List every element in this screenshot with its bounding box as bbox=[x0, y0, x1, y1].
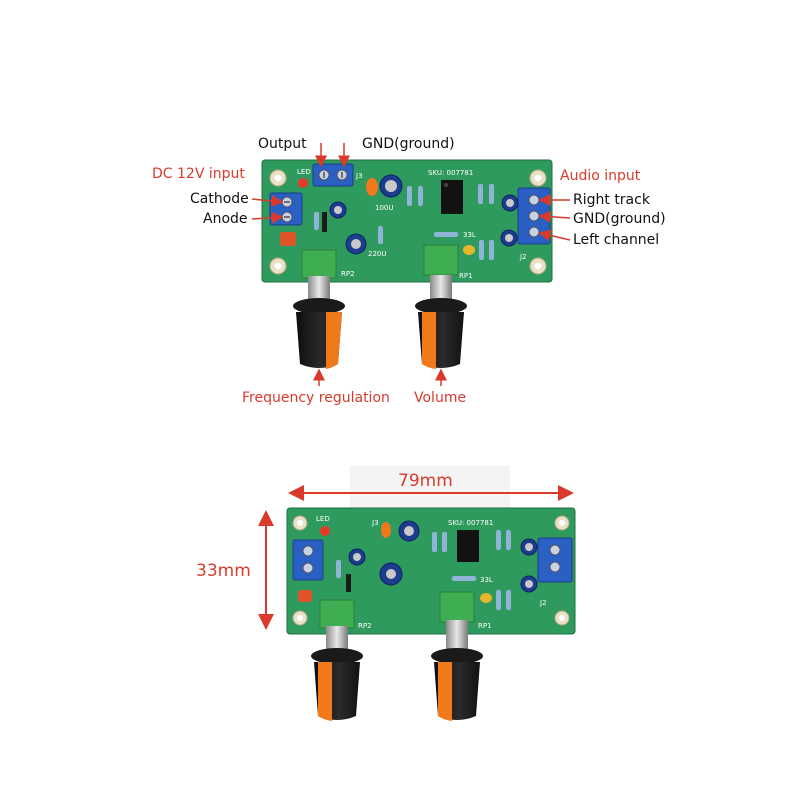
rp2-knob-stripe bbox=[318, 662, 332, 721]
rp1-shaft bbox=[430, 275, 452, 305]
mount-hole-center bbox=[274, 174, 282, 182]
sku-silkscreen: SKU: 007781 bbox=[428, 169, 473, 177]
bottom-pcb bbox=[286, 507, 576, 635]
j3-silkscreen: J3 bbox=[355, 172, 363, 180]
bottom-board-assembly: LED J3 SKU: 007781 RP2 RP1 bbox=[286, 466, 576, 721]
sku-silkscreen: SKU: 007781 bbox=[448, 519, 493, 527]
rp1-knob-skirt bbox=[431, 648, 483, 664]
r-silkscreen: 33L bbox=[480, 576, 493, 584]
rp2-silkscreen: RP2 bbox=[358, 622, 372, 630]
rp1-shaft bbox=[446, 620, 468, 652]
yellow-capacitor bbox=[480, 593, 492, 603]
mount-hole-center bbox=[534, 174, 542, 182]
led bbox=[320, 526, 330, 536]
op-amp-ic bbox=[441, 180, 463, 214]
rp2-shaft bbox=[326, 626, 348, 652]
label-left-channel: Left channel bbox=[573, 232, 659, 248]
power-terminal-block bbox=[292, 539, 324, 581]
label-audio-input: Audio input bbox=[560, 168, 641, 184]
potentiometer-rp2 bbox=[319, 599, 355, 629]
width-dimension-label: 79mm bbox=[398, 471, 453, 491]
rp2-knob-stripe bbox=[326, 312, 342, 369]
label-gnd-right: GND(ground) bbox=[573, 211, 666, 227]
c8-silkscreen: 100U bbox=[375, 204, 393, 212]
capacitor-c6 bbox=[280, 232, 296, 246]
rp1-silkscreen: RP1 bbox=[459, 272, 473, 280]
label-output: Output bbox=[258, 136, 307, 152]
rp2-shaft bbox=[308, 276, 330, 304]
rp1-knob-skirt bbox=[415, 298, 467, 314]
led-silkscreen: LED bbox=[316, 515, 330, 523]
rp1-knob-stripe bbox=[438, 662, 452, 721]
mount-hole-center bbox=[274, 262, 282, 270]
j2-silkscreen: J2 bbox=[539, 599, 547, 607]
resistors bbox=[314, 184, 494, 260]
label-frequency-regulation: Frequency regulation bbox=[242, 390, 390, 406]
output-terminal-block bbox=[312, 163, 354, 187]
rp2-knob-skirt bbox=[293, 298, 345, 314]
diode bbox=[346, 574, 351, 592]
dimension-markers: 79mm 33mm bbox=[196, 471, 574, 630]
rp2-knob-skirt bbox=[311, 648, 363, 664]
led-silkscreen: LED bbox=[297, 168, 311, 176]
j2-silkscreen: J2 bbox=[519, 253, 527, 261]
audio-terminal-block bbox=[537, 537, 573, 583]
label-volume: Volume bbox=[414, 390, 466, 406]
ceramic-capacitor bbox=[381, 522, 391, 538]
yellow-capacitor bbox=[463, 245, 475, 255]
diode bbox=[322, 212, 327, 232]
capacitor-c6 bbox=[298, 590, 312, 602]
op-amp-ic bbox=[457, 530, 479, 562]
label-gnd-top: GND(ground) bbox=[362, 136, 455, 152]
led bbox=[298, 178, 308, 188]
potentiometer-rp2 bbox=[301, 249, 337, 279]
ceramic-capacitor bbox=[366, 178, 378, 196]
top-board-assembly: LED J3 220U 100U SKU: 007781 bbox=[261, 159, 553, 369]
r-silkscreen: 33L bbox=[463, 231, 476, 239]
potentiometer-rp1 bbox=[423, 244, 459, 276]
label-cathode: Cathode bbox=[190, 191, 249, 207]
potentiometer-rp1 bbox=[439, 591, 475, 623]
mount-hole-center bbox=[534, 262, 542, 270]
label-right-track: Right track bbox=[573, 192, 651, 208]
rp1-silkscreen: RP1 bbox=[478, 622, 492, 630]
rp1-knob-stripe bbox=[422, 312, 436, 369]
label-dc-input: DC 12V input bbox=[152, 166, 245, 182]
resistors bbox=[336, 530, 511, 610]
label-anode: Anode bbox=[203, 211, 248, 227]
callouts: Output GND(ground) DC 12V input Cathode … bbox=[152, 136, 666, 406]
c3-silkscreen: 220U bbox=[368, 250, 386, 258]
rp2-silkscreen: RP2 bbox=[341, 270, 355, 278]
height-dimension-label: 33mm bbox=[196, 561, 251, 581]
j3-silkscreen: J3 bbox=[371, 519, 379, 527]
